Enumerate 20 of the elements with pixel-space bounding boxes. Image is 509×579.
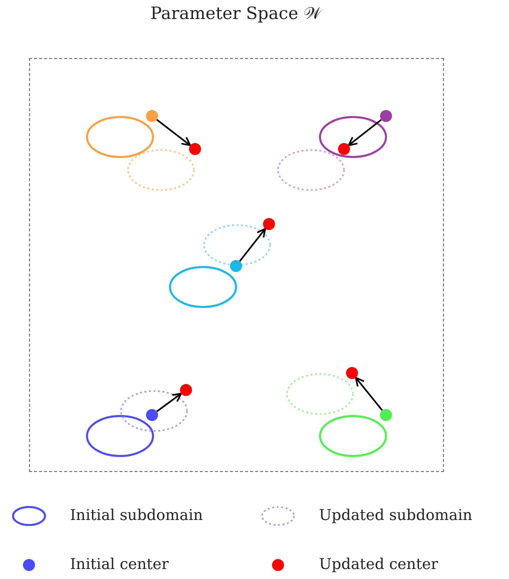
- center-dot: [188, 142, 200, 154]
- legend-label: Initial subdomain: [70, 506, 203, 524]
- center-dot: [346, 366, 358, 378]
- legend-label: Updated center: [319, 555, 438, 573]
- center-dot: [380, 408, 392, 420]
- dashed-frame: [29, 58, 444, 472]
- center-dot: [262, 218, 274, 230]
- center-dot: [230, 260, 242, 272]
- center-dot: [146, 408, 158, 420]
- arrow: [354, 376, 383, 411]
- legend-label: Updated subdomain: [319, 506, 472, 524]
- center-dot: [146, 110, 158, 122]
- center-dot: [380, 110, 392, 122]
- arrow: [239, 228, 266, 262]
- center-dot: [338, 142, 350, 154]
- arrow: [156, 119, 192, 146]
- arrow: [156, 392, 182, 412]
- diagram-title: Parameter Space 𝒲: [149, 4, 324, 24]
- center-dot: [180, 384, 192, 396]
- legend-label: Initial center: [70, 555, 169, 573]
